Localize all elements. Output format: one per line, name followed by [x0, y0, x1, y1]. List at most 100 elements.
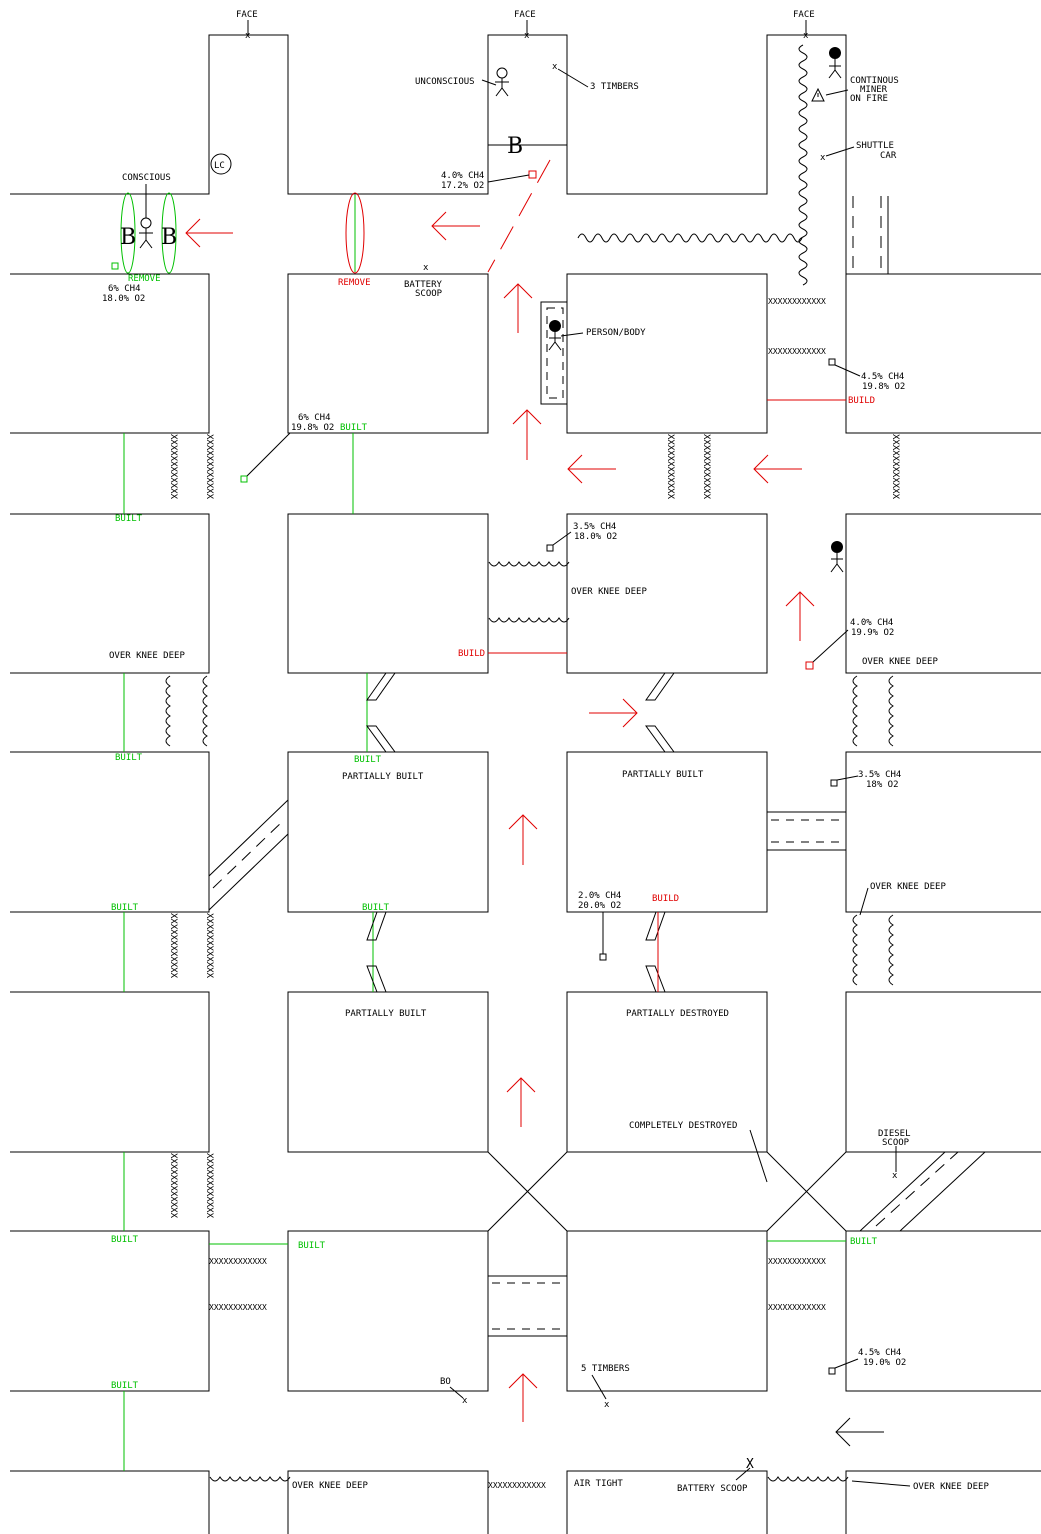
svg-text:19.8% O2: 19.8% O2 — [291, 423, 334, 433]
build-status: BUILD — [652, 894, 679, 904]
condition-label: COMPLETELY DESTROYED — [629, 1121, 737, 1131]
svg-text:XXXXXXXXXXXX: XXXXXXXXXXXX — [204, 1153, 214, 1219]
face-label: FACE — [793, 10, 815, 20]
svg-text:19.9% O2: 19.9% O2 — [851, 628, 894, 638]
svg-text:XXXXXXXXXXXX: XXXXXXXXXXXX — [204, 913, 214, 979]
face-label: FACE — [514, 10, 536, 20]
build-status: BUILD — [848, 396, 875, 406]
pillar — [287, 1470, 489, 1534]
pillar — [845, 991, 1041, 1153]
svg-text:19.0% O2: 19.0% O2 — [863, 1358, 906, 1368]
airflow-arrows — [185, 211, 815, 1422]
water-curtain — [165, 675, 894, 986]
built-status: BUILT — [340, 423, 368, 433]
barricade-ellipse — [120, 192, 365, 274]
built-status: BUILT — [850, 1237, 878, 1247]
five-timbers-label: 5 TIMBERS — [581, 1364, 630, 1374]
barricade-letter: B — [161, 225, 177, 250]
refuge-chamber — [540, 301, 568, 405]
pillar — [10, 991, 210, 1153]
svg-text:XXXXXXXXXXXX: XXXXXXXXXXXX — [890, 434, 900, 500]
battery-scoop-label: SCOOP — [415, 289, 443, 299]
lifeline-code-icon — [210, 153, 232, 175]
pillar — [10, 34, 847, 195]
pillar — [566, 991, 768, 1153]
stopping-xs: XXXXXXXXXXXX — [209, 1303, 267, 1312]
airflow-arrow-icon — [753, 454, 802, 484]
stopping-xs: XXXXXXXXXXXX — [488, 1481, 546, 1490]
miner-label: CONTINOUS — [850, 76, 899, 86]
x-mark: x — [245, 31, 251, 41]
conscious-label: CONSCIOUS — [122, 173, 171, 183]
svg-text:XXXXXXXXXXXX: XXXXXXXXXXXX — [665, 434, 675, 500]
svg-text:XXXXXXXXXXXX: XXXXXXXXXXXX — [701, 434, 711, 500]
gas-reading: 6% CH4 19.8% O2 — [240, 413, 334, 483]
build-status: BUILD — [458, 649, 485, 659]
built-status: BUILT — [111, 903, 139, 913]
svg-text:3.5% CH4: 3.5% CH4 — [573, 522, 616, 532]
pillar — [845, 1470, 1041, 1534]
svg-text:20.0% O2: 20.0% O2 — [578, 901, 621, 911]
pillar — [845, 1230, 1041, 1392]
airflow-arrow-icon — [589, 698, 638, 728]
face-label: FACE — [236, 10, 258, 20]
face-labels: FACE FACE FACE x x x — [236, 10, 815, 41]
built-status: BUILT — [111, 1381, 139, 1391]
haul-road — [488, 1275, 567, 1337]
person-body-label: PERSON/BODY — [586, 328, 646, 338]
water-curtain — [488, 561, 570, 623]
person-icon — [828, 47, 842, 79]
warning-triangle-icon — [811, 87, 825, 102]
svg-text:4.0% CH4: 4.0% CH4 — [850, 618, 893, 628]
x-mark: x — [820, 153, 826, 163]
miner-label: ON FIRE — [850, 94, 888, 104]
x-mark: x — [892, 1171, 898, 1181]
remove-status: REMOVE — [128, 274, 161, 284]
water-label: OVER KNEE DEEP — [571, 587, 647, 597]
water-curtain — [209, 1476, 849, 1482]
x-stoppings: XXXXXXXXXXXX XXXXXXXXXXXX XXXXXXXXXXXX X… — [168, 434, 900, 1219]
water-label: OVER KNEE DEEP — [913, 1482, 989, 1492]
gas-reading: 2.0% CH4 20.0% O2 — [578, 891, 621, 961]
gas-reading: 4.5% CH4 19.0% O2 — [828, 1348, 906, 1375]
built-status: BUILT — [362, 903, 390, 913]
svg-text:19.8% O2: 19.8% O2 — [862, 382, 905, 392]
person-icon — [139, 217, 153, 249]
svg-text:XXXXXXXXXXXX: XXXXXXXXXXXX — [168, 434, 178, 500]
battery-scoop-label: BATTERY — [404, 280, 443, 290]
barricade-letter: B — [507, 134, 523, 159]
pillar — [845, 751, 1041, 913]
svg-text:4.5% CH4: 4.5% CH4 — [858, 1348, 901, 1358]
pillar — [566, 273, 768, 434]
gas-reading: 4.0% CH4 17.2% O2 — [441, 170, 537, 191]
diesel-scoop-label: SCOOP — [882, 1138, 910, 1148]
x-mark: x — [462, 1396, 468, 1406]
condition-label: PARTIALLY BUILT — [342, 772, 424, 782]
three-timbers-label: 3 TIMBERS — [590, 82, 639, 92]
water-label: OVER KNEE DEEP — [292, 1481, 368, 1491]
diesel-scoop-label: DIESEL — [878, 1129, 911, 1139]
miner-label: MINER — [860, 85, 888, 95]
unconscious-label: UNCONSCIOUS — [415, 77, 475, 87]
haul-road — [208, 799, 846, 911]
water-label: OVER KNEE DEEP — [870, 882, 946, 892]
barricade-letter: B — [120, 225, 136, 250]
condition-label: PARTIALLY DESTROYED — [626, 1009, 729, 1019]
airflow-arrow-icon — [835, 1417, 884, 1447]
pillar — [10, 1470, 210, 1534]
pillar — [845, 513, 1041, 674]
x-mark: x — [552, 62, 558, 72]
person-icon — [495, 67, 509, 97]
collapsed-crosscut — [487, 1151, 847, 1232]
built-status: BUILT — [298, 1241, 326, 1251]
svg-text:18.0% O2: 18.0% O2 — [102, 294, 145, 304]
gas-reading: 4.5% CH4 19.8% O2 — [828, 358, 905, 392]
x-mark: x — [524, 31, 530, 41]
gas-reading: 3.5% CH4 18% O2 — [830, 770, 901, 790]
svg-text:4.0% CH4: 4.0% CH4 — [441, 171, 484, 181]
x-mark: x — [604, 1400, 610, 1410]
svg-text:17.2% O2: 17.2% O2 — [441, 181, 484, 191]
svg-text:4.5% CH4: 4.5% CH4 — [861, 372, 904, 382]
stopping-xs: XXXXXXXXXXXX — [209, 1257, 267, 1266]
